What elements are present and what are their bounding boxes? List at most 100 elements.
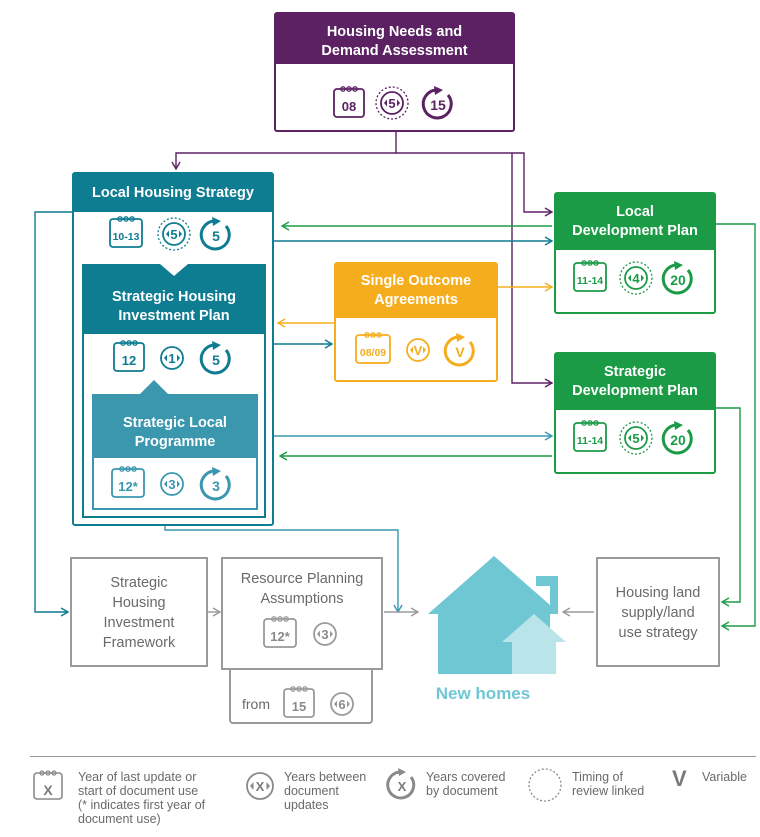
legend-calendar-icon: X — [33, 770, 63, 800]
ldp-box: Local Development Plan 11-14 4 20 — [554, 192, 716, 314]
years-covered-icon: 20 — [661, 421, 693, 455]
hnda-title-line2: Demand Assessment — [321, 43, 468, 59]
arrow-sdp-to-hls — [716, 407, 741, 607]
shif-line4: Framework — [102, 635, 176, 651]
ldp-icons: 11-14 4 20 — [573, 260, 693, 295]
rpa-icons: 12* 3 — [263, 616, 337, 648]
sdp-title-line1: Strategic — [603, 364, 667, 380]
legend-variable-text: Variable — [702, 770, 747, 784]
calendar-icon: 12* — [263, 616, 297, 648]
slp-header-shape — [92, 380, 258, 458]
hnda-between: 5 — [388, 96, 395, 111]
slp-between: 3 — [168, 477, 175, 492]
hnda-covered: 15 — [430, 97, 446, 113]
slp-icons: 12* 3 3 — [111, 466, 231, 501]
ldp-header: Local Development Plan — [556, 194, 714, 250]
rpa-line2: Assumptions — [260, 591, 344, 607]
soa-title-line1: Single Outcome — [360, 273, 472, 289]
ship-covered: 5 — [212, 352, 220, 368]
legend-covered-symbol: X — [398, 779, 407, 794]
ship-title-line2: Investment Plan — [118, 308, 230, 324]
soa-icons: 08/09 V V — [355, 332, 475, 367]
legend-between-text: Years between document updates — [284, 770, 384, 812]
legend-timing-text-2: review linked — [572, 784, 645, 798]
shif-line1: Strategic — [110, 575, 168, 591]
arrow-hnda-to-lhs — [171, 132, 397, 171]
calendar-icon: 08/09 — [355, 332, 391, 364]
rpa-between: 3 — [321, 627, 328, 642]
calendar-icon: 15 — [283, 686, 315, 718]
years-between-icon: 3 — [160, 472, 184, 496]
legend-timing-text-1: Timing of — [572, 770, 623, 784]
legend-calendar-text-4: document use) — [78, 812, 161, 826]
ldp-year: 11-14 — [577, 275, 603, 287]
shif-line3: Investment — [103, 615, 175, 631]
rpa-from-icons: 15 6 — [283, 686, 354, 718]
house-icon — [428, 556, 566, 674]
hnda-header: Housing Needs and Demand Assessment — [276, 14, 513, 64]
hls-line1: Housing land — [615, 585, 701, 601]
sdp-covered: 20 — [670, 432, 686, 448]
hls-box: Housing land supply/land use strategy — [596, 557, 720, 667]
years-between-icon: 4 — [619, 261, 653, 295]
ldp-title-line2: Development Plan — [572, 223, 698, 239]
soa-covered: V — [455, 344, 465, 360]
sdp-header: Strategic Development Plan — [556, 354, 714, 410]
rpa-line1: Resource Planning — [240, 571, 364, 587]
years-covered-icon: 20 — [661, 261, 693, 295]
lhs-covered: 5 — [212, 228, 220, 244]
years-covered-icon: 5 — [199, 341, 231, 375]
rpa-box: Resource Planning Assumptions — [221, 557, 383, 670]
ship-year: 12 — [122, 353, 136, 368]
sdp-icons: 11-14 5 20 — [573, 420, 693, 455]
soa-title-line2: Agreements — [374, 292, 458, 308]
arrow-lhs-to-shif — [34, 211, 72, 617]
legend-between-icon: X — [246, 772, 274, 800]
ship-body — [82, 334, 266, 518]
legend-variable-symbol: V — [672, 766, 687, 791]
calendar-icon: 11-14 — [573, 260, 607, 292]
ship-title-line1: Strategic Housing — [111, 289, 237, 305]
rpa-from-label: from — [242, 696, 270, 712]
years-between-icon: 5 — [157, 217, 191, 251]
arrow-hnda-to-sdp — [511, 153, 554, 388]
legend-covered-text: Years covered by document — [426, 770, 526, 798]
sdp-between: 5 — [632, 431, 639, 446]
hnda-box: Housing Needs and Demand Assessment 08 5… — [274, 12, 515, 132]
rpa-year: 12* — [270, 629, 290, 644]
years-between-icon: V — [406, 338, 430, 362]
lhs-year: 10-13 — [113, 231, 140, 243]
legend-calendar-text-2: start of document use — [78, 784, 199, 798]
ship-between: 1 — [168, 351, 175, 366]
arrow-ldp-to-hls — [716, 223, 756, 631]
calendar-icon: 12* — [111, 466, 145, 498]
calendar-icon: 10-13 — [109, 216, 143, 248]
shif-box: Strategic Housing Investment Framework — [70, 557, 208, 667]
legend-calendar-text: Year of last update or start of document… — [78, 770, 228, 826]
calendar-icon: 12 — [113, 340, 145, 372]
slp-title-line1: Strategic Local — [123, 415, 227, 431]
arrow-hnda-to-ldp — [396, 152, 554, 217]
ldp-title-line1: Local — [616, 204, 654, 220]
calendar-icon: 08 — [333, 86, 365, 118]
shif-line2: Housing — [112, 595, 166, 611]
rpa-from-year: 15 — [292, 699, 306, 714]
soa-header: Single Outcome Agreements — [336, 264, 496, 318]
sdp-box: Strategic Development Plan 11-14 5 20 — [554, 352, 716, 474]
sdp-title-line2: Development Plan — [572, 383, 698, 399]
legend-calendar-text-3: (* indicates first year of — [78, 798, 206, 812]
slp-body — [92, 458, 258, 510]
lhs-between: 5 — [170, 227, 177, 242]
hls-line3: use strategy — [618, 625, 698, 641]
years-covered-icon: 15 — [421, 86, 453, 120]
years-between-icon: 5 — [619, 421, 653, 455]
hnda-title-line1: Housing Needs and — [326, 24, 463, 40]
legend-between-symbol: X — [256, 779, 265, 794]
legend-covered-text-2: by document — [426, 784, 498, 798]
slp-title: Strategic Local Programme — [92, 414, 258, 452]
ldp-between: 4 — [632, 271, 640, 286]
slp-title-line2: Programme — [134, 434, 216, 450]
rpa-from-box — [229, 668, 373, 724]
years-between-icon: 1 — [160, 346, 184, 370]
years-covered-icon: V — [443, 333, 475, 367]
